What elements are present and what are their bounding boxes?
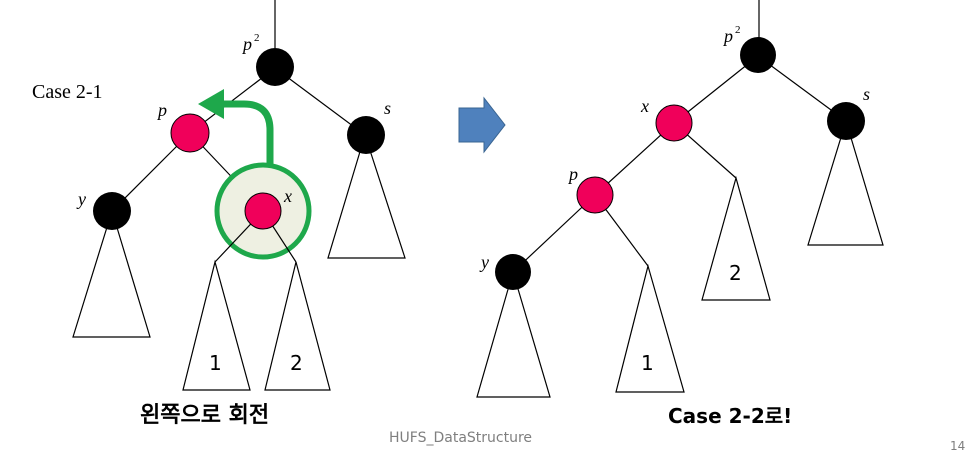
right-node-y: [495, 254, 531, 290]
right-label-p2-sup: 2: [735, 24, 741, 36]
transition-arrow-icon: [458, 96, 506, 154]
right-label-sub2: 2: [729, 261, 742, 285]
right-tree: p 2 x s p y 2 1: [476, 0, 884, 398]
left-tree: p 2 p s y x 1 2: [72, 0, 406, 391]
left-subtree-y: [72, 208, 151, 338]
left-label-x: x: [283, 186, 292, 206]
left-node-p: [170, 113, 210, 153]
right-node-x: [655, 104, 693, 142]
left-subtree-s: [327, 132, 406, 259]
result-caption: Case 2-2로!: [668, 404, 792, 428]
right-subtree-s: [807, 118, 884, 246]
rotation-arrowhead-icon: [198, 89, 224, 119]
rotate-caption: 왼쪽으로 회전: [140, 403, 269, 428]
right-label-y: y: [479, 252, 489, 272]
right-label-x: x: [640, 96, 649, 116]
case-title: Case 2-1: [32, 81, 103, 103]
left-node-s: [347, 116, 385, 154]
right-label-sub1: 1: [641, 351, 654, 375]
left-edge-p2-s: [274, 67, 366, 136]
right-label-s: s: [863, 84, 870, 104]
right-node-p2: [740, 37, 776, 73]
left-node-y: [93, 192, 131, 230]
footer-text: HUFS_DataStructure: [389, 430, 532, 446]
right-node-s: [827, 102, 865, 140]
left-subtree-2: [264, 261, 331, 391]
right-node-p: [576, 176, 614, 214]
right-edge-p-y: [512, 194, 596, 273]
right-label-p: p: [567, 164, 578, 184]
left-label-p2-sup: 2: [254, 32, 260, 44]
left-label-sub1: 1: [209, 351, 222, 375]
left-subtree-1: [182, 259, 251, 391]
left-node-x: [244, 192, 282, 230]
right-label-p2: p: [722, 26, 733, 46]
rotation-arrow: [222, 100, 274, 166]
right-subtree-y: [476, 269, 551, 398]
left-label-sub2: 2: [290, 351, 303, 375]
right-subtree-2: [701, 175, 771, 301]
right-subtree-1: [615, 263, 685, 393]
left-label-p2: p: [241, 34, 252, 54]
left-label-s: s: [384, 98, 391, 118]
left-label-y: y: [76, 189, 86, 209]
left-label-p: p: [156, 100, 167, 120]
left-node-p2: [256, 48, 294, 86]
page-number: 14: [950, 439, 965, 453]
